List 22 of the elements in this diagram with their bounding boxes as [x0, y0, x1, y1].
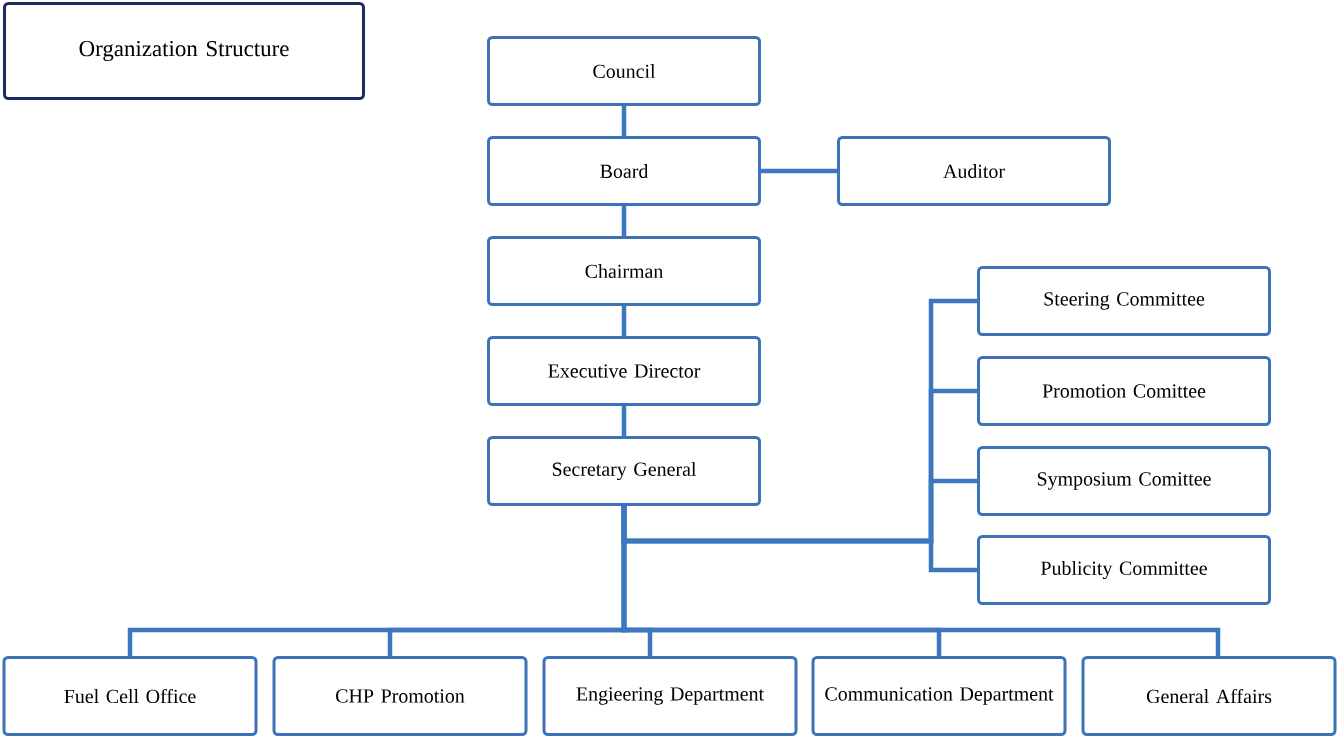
org-box: Communication Department	[811, 656, 1067, 736]
org-box: Publicity Committee	[977, 535, 1271, 605]
org-box: Symposium Comittee	[977, 446, 1271, 516]
connector-line	[621, 106, 627, 136]
title-box: Organization Structure	[3, 2, 365, 100]
connector-line	[621, 506, 1221, 656]
org-box: Engieering Department	[542, 656, 798, 736]
org-box: Secretary General	[487, 436, 761, 506]
connector-line	[621, 406, 627, 436]
connector-line	[761, 168, 837, 174]
org-box: CHP Promotion	[272, 656, 528, 736]
org-box: Council	[487, 36, 761, 106]
org-box: Fuel Cell Office	[2, 656, 258, 736]
org-box: Promotion Comittee	[977, 356, 1271, 426]
connector-line	[621, 206, 627, 236]
connector-line	[621, 306, 627, 336]
org-box: Steering Committee	[977, 266, 1271, 336]
org-box: General Affairs	[1081, 656, 1337, 736]
org-box: Executive Director	[487, 336, 761, 406]
org-box: Auditor	[837, 136, 1111, 206]
org-box: Chairman	[487, 236, 761, 306]
org-box: Board	[487, 136, 761, 206]
